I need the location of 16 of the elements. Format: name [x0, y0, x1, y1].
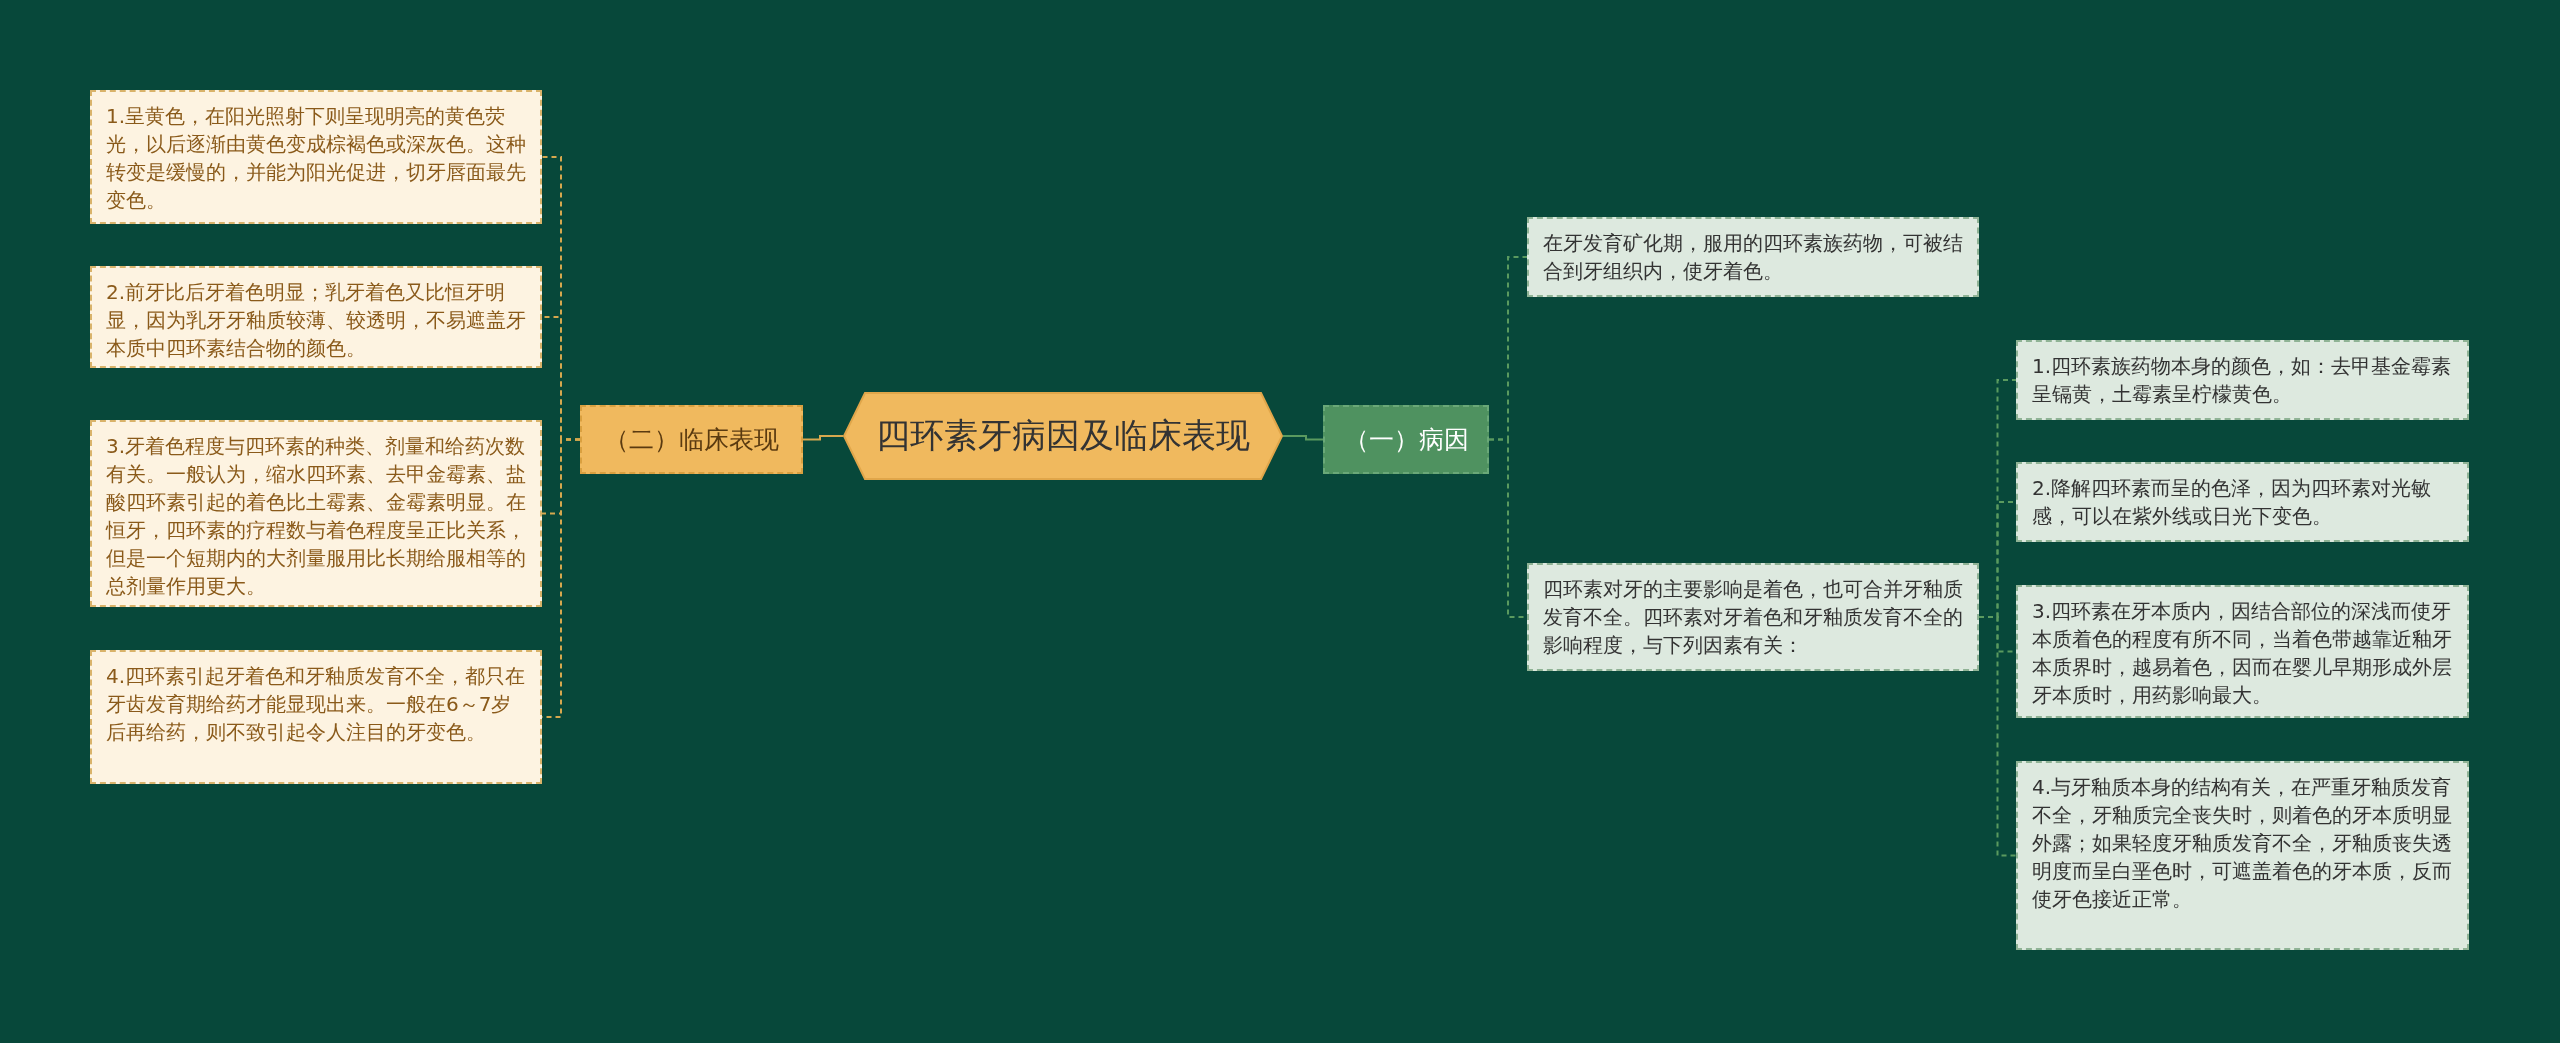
branch-box: （二）临床表现 — [580, 405, 803, 474]
note-box: 3.牙着色程度与四环素的种类、剂量和给药次数有关。一般认为，缩水四环素、去甲金霉素、盐酸四环素引起的着色比土霉素、金霉素明显。在恒牙，四环素的疗程数与着色程度呈正比关系，但是一个短期内的大剂量服用比长期给服相等的总剂量作用更大。 — [90, 420, 542, 607]
note-box: 在牙发育矿化期，服用的四环素族药物，可被结合到牙组织内，使牙着色。 — [1527, 217, 1979, 297]
note-box: 4.四环素引起牙着色和牙釉质发育不全，都只在牙齿发育期给药才能显现出来。一般在6～7岁后再给药，则不致引起令人注目的牙变色。 — [90, 650, 542, 784]
topic-hexagon: 四环素牙病因及临床表现 — [843, 392, 1283, 480]
note-box: 1.呈黄色，在阳光照射下则呈现明亮的黄色荧光，以后逐渐由黄色变成棕褐色或深灰色。这种转变是缓慢的，并能为阳光促进，切牙唇面最先变色。 — [90, 90, 542, 224]
note-box: 四环素对牙的主要影响是着色，也可合并牙釉质发育不全。四环素对牙着色和牙釉质发育不全的影响程度，与下列因素有关： — [1527, 563, 1979, 671]
connector — [1282, 435, 1324, 441]
note-box: 2.前牙比后牙着色明显；乳牙着色又比恒牙明显，因为乳牙牙釉质较薄、较透明，不易遮盖牙本质中四环素结合物的颜色。 — [90, 266, 542, 368]
connector — [1978, 616, 2017, 857]
note-box: 1.四环素族药物本身的颜色，如：去甲基金霉素呈镉黄，土霉素呈柠檬黄色。 — [2016, 340, 2469, 420]
branch-box: （一）病因 — [1323, 405, 1489, 474]
note-box: 3.四环素在牙本质内，因结合部位的深浅而使牙本质着色的程度有所不同，当着色带越靠近釉牙本质界时，越易着色，因而在婴儿早期形成外层牙本质时，用药影响最大。 — [2016, 585, 2469, 718]
connector — [802, 435, 844, 441]
note-box: 4.与牙釉质本身的结构有关，在严重牙釉质发育不全，牙釉质完全丧失时，则着色的牙本质明显外露；如果轻度牙釉质发育不全，牙釉质丧失透明度而呈白垩色时，可遮盖着色的牙本质，反而使牙色接近正常。 — [2016, 761, 2469, 950]
note-box: 2.降解四环素而呈的色泽，因为四环素对光敏感，可以在紫外线或日光下变色。 — [2016, 462, 2469, 542]
